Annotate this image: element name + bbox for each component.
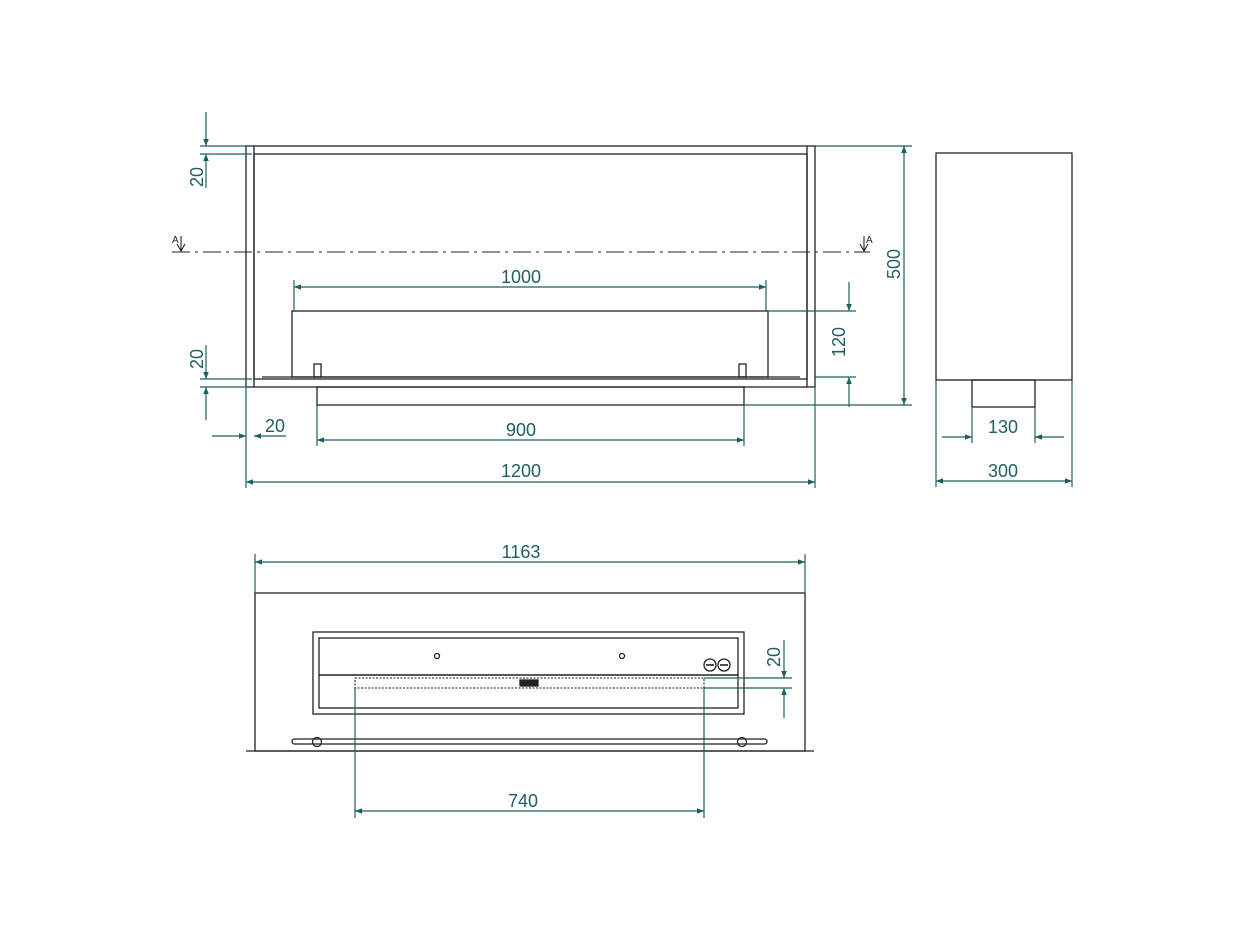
burner-tray-lower bbox=[318, 674, 739, 709]
top-outer-frame bbox=[254, 592, 806, 752]
dim-total-width: 1200 bbox=[501, 461, 541, 481]
side-view bbox=[935, 152, 1073, 408]
dim-side-frame: 20 bbox=[265, 416, 285, 436]
fuel-slot bbox=[354, 677, 705, 689]
dim-base-width: 900 bbox=[506, 420, 536, 440]
burner-foot-left bbox=[313, 363, 322, 378]
dim-base-depth: 130 bbox=[988, 417, 1018, 437]
section-line bbox=[172, 236, 870, 253]
front-dimensions bbox=[200, 112, 912, 488]
front-base-plinth bbox=[316, 386, 745, 406]
dim-burner-height: 120 bbox=[829, 327, 849, 357]
dim-total-height: 500 bbox=[884, 249, 904, 279]
slot-badge bbox=[519, 679, 539, 687]
burner-foot-right bbox=[738, 363, 747, 378]
dim-top-total-width: 1163 bbox=[502, 542, 541, 562]
screw-right bbox=[618, 652, 626, 660]
glass-rail bbox=[291, 738, 768, 745]
front-dimension-labels: 20 20 20 1000 120 500 900 1200 bbox=[187, 167, 904, 481]
burner-tray-outer bbox=[312, 631, 745, 715]
dim-bottom-frame: 20 bbox=[187, 349, 207, 369]
section-label-right: A bbox=[866, 235, 873, 246]
top-dimension-labels: 1163 740 20 bbox=[502, 542, 784, 811]
burner-tray-inner bbox=[318, 637, 739, 676]
dim-burner-width: 1000 bbox=[501, 267, 541, 287]
burner-glass bbox=[291, 310, 769, 378]
side-dimensions bbox=[935, 380, 1073, 487]
control-knob-right bbox=[717, 658, 731, 672]
front-view bbox=[245, 145, 816, 406]
dim-total-depth: 300 bbox=[988, 461, 1018, 481]
screw-left bbox=[433, 652, 441, 660]
side-dimension-labels: 130 300 bbox=[988, 417, 1018, 481]
rail-mount-right bbox=[736, 736, 748, 748]
section-label-left: A bbox=[172, 235, 179, 246]
top-dimensions bbox=[254, 554, 806, 818]
dim-top-frame: 20 bbox=[187, 167, 207, 187]
dim-slot-width: 740 bbox=[508, 791, 538, 811]
rail-mount-left bbox=[311, 736, 323, 748]
side-base bbox=[971, 379, 1036, 408]
control-knob-left bbox=[703, 658, 717, 672]
top-view bbox=[246, 592, 814, 752]
dim-slot-depth: 20 bbox=[764, 647, 784, 667]
side-body bbox=[935, 152, 1073, 381]
